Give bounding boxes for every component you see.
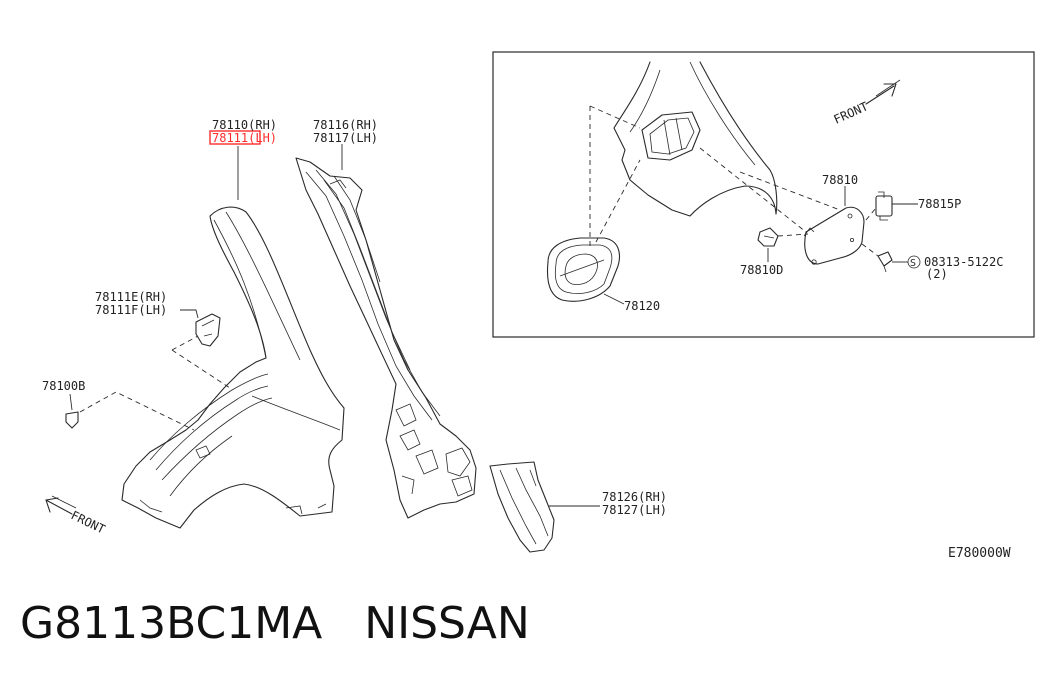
footer-brand: NISSAN [364,598,530,649]
label-78126: 78126(RH) [602,490,667,504]
label-78127: 78127(LH) [602,503,667,517]
label-78120: 78120 [624,299,660,313]
front-arrow-main-icon [45,495,77,515]
fuel-lid-78810 [803,206,865,265]
label-78111e: 78111E(RH) [95,290,167,304]
label-78810: 78810 [822,173,858,187]
rear-fender-78110 [121,206,345,529]
footer-caption: G8113BC1MA NISSAN [20,598,530,649]
front-arrow-inset-icon [865,79,901,105]
extension-78126 [489,461,555,553]
front-label-inset: FRONT [832,99,871,126]
bolt-symbol-label: S [910,258,916,269]
reference-code: E780000W [948,546,1011,561]
label-08313-qty: (2) [926,267,948,281]
bumper-78810d [757,227,779,247]
filler-pocket-78120 [546,237,621,302]
label-78810d: 78810D [740,263,783,277]
front-label-main: FRONT [69,508,108,536]
footer-part-number: G8113BC1MA [20,598,323,649]
bracket-78111e [195,313,221,347]
label-78116: 78116(RH) [313,118,378,132]
clip-78100b [65,411,79,429]
inset-body-panel [613,61,778,217]
label-78111f: 78111F(LH) [95,303,167,317]
label-78111[interactable]: 78111(LH) [212,131,277,145]
highlight-78111-box [209,130,261,145]
inset-frame [492,51,1035,338]
label-78100b: 78100B [42,379,85,393]
label-08313: 08313-5122C [924,255,1003,269]
opener-78815p [875,191,893,221]
label-78110: 78110(RH) [212,118,277,132]
inner-panel-78116 [295,157,477,519]
label-78815p: 78815P [918,197,961,211]
label-78117: 78117(LH) [313,131,378,145]
